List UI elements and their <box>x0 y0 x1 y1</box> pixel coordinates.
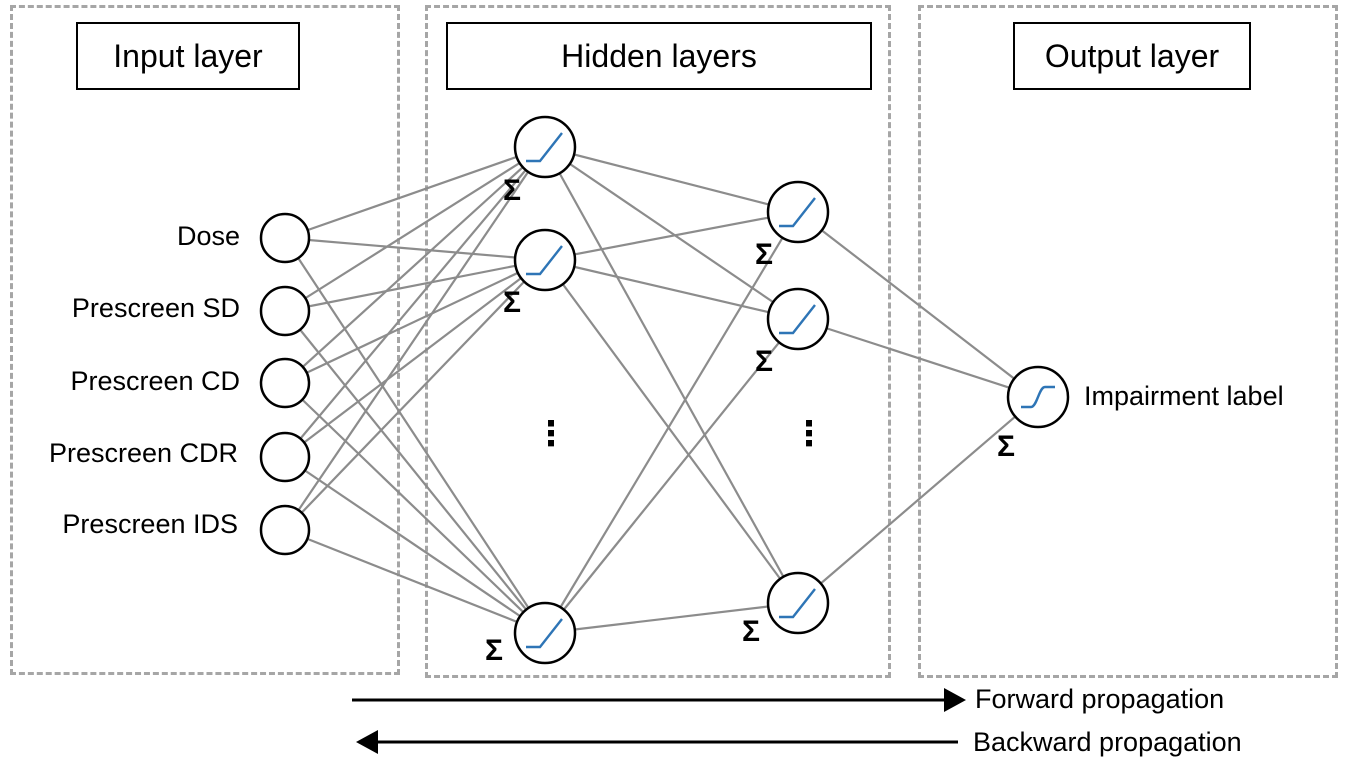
input-layer-panel <box>10 5 400 675</box>
connection-edge <box>544 259 799 604</box>
connection-edge <box>284 146 546 312</box>
input-label-dose: Dose <box>176 221 240 251</box>
sum-symbol: Σ <box>755 345 774 378</box>
forward-arrowhead <box>944 688 966 712</box>
connection-edge <box>544 601 799 635</box>
ellipsis-text: ⋮ <box>534 415 568 453</box>
propagation-arrows <box>352 688 966 754</box>
connection-edge <box>284 146 546 531</box>
connection-edge <box>284 236 546 262</box>
output-layer-title: Output layer <box>1013 22 1251 90</box>
input-node <box>259 431 311 483</box>
relu-curve-icon <box>779 197 816 228</box>
input-node <box>259 212 311 264</box>
connection-edge <box>544 146 799 604</box>
hidden-layer-1-node <box>513 115 577 179</box>
relu-curve-icon <box>779 588 816 619</box>
connection-edge <box>284 146 546 458</box>
connection-edge <box>284 310 546 634</box>
connection-edge <box>284 146 546 384</box>
connection-edge <box>544 318 799 634</box>
connection-edge <box>797 317 1039 399</box>
relu-curve-icon <box>526 618 563 649</box>
relu-curve-icon <box>526 245 563 276</box>
sum-symbol: Σ <box>742 615 761 648</box>
connection-edge <box>544 145 799 214</box>
hidden-layer-2-ellipsis: ⋮ <box>792 417 826 451</box>
hidden-layer-1-ellipsis: ⋮ <box>534 417 568 451</box>
input-label-prescreen-ids: Prescreen IDS <box>62 509 238 539</box>
connection-edge <box>544 210 799 262</box>
sum-symbol: Σ <box>503 174 522 207</box>
hidden-layer-2-node <box>766 180 830 244</box>
connection-edge <box>797 211 1039 398</box>
connection-edge <box>284 259 546 384</box>
sum-symbol: Σ <box>503 286 522 319</box>
relu-curve-icon <box>526 132 563 163</box>
input-label-prescreen-sd: Prescreen SD <box>71 293 240 323</box>
ellipsis-text: ⋮ <box>792 415 826 453</box>
connection-edge <box>284 528 546 635</box>
hidden-layer-2-node <box>766 571 830 635</box>
input-label-prescreen-cd: Prescreen CD <box>70 366 240 396</box>
connection-edge <box>544 146 799 320</box>
sum-symbol: Σ <box>755 238 774 271</box>
backward-arrowhead <box>356 730 378 754</box>
sigmoid-curve-icon <box>1021 385 1055 409</box>
connection-edge <box>284 259 546 531</box>
connection-edge <box>284 145 546 240</box>
backward-propagation-label: Backward propagation <box>973 727 1242 757</box>
neuron-nodes <box>259 115 1070 665</box>
hidden-layer-1-node <box>513 601 577 665</box>
input-node <box>259 504 311 556</box>
forward-propagation-label: Forward propagation <box>975 684 1225 714</box>
input-layer-title: Input layer <box>76 22 300 90</box>
connection-edge <box>284 259 546 458</box>
input-node <box>259 285 311 337</box>
connection-edge <box>284 382 546 634</box>
connection-edge <box>544 258 799 321</box>
connection-edges <box>284 145 1039 635</box>
sum-symbol: Σ <box>997 430 1016 463</box>
connection-edge <box>544 211 799 634</box>
sum-symbol: Σ <box>485 634 504 667</box>
connection-edge <box>797 396 1039 604</box>
hidden-layers-panel <box>425 5 891 678</box>
output-label: Impairment label <box>1084 381 1284 411</box>
output-layer-panel <box>918 5 1338 678</box>
connection-edge <box>284 258 546 313</box>
hidden-layer-1-node <box>513 228 577 292</box>
input-node <box>259 357 311 409</box>
hidden-layers-title: Hidden layers <box>446 22 872 90</box>
relu-curve-icon <box>779 304 816 335</box>
hidden-layer-2-node <box>766 287 830 351</box>
connection-edge <box>284 237 546 634</box>
input-label-prescreen-cdr: Prescreen CDR <box>48 438 238 468</box>
